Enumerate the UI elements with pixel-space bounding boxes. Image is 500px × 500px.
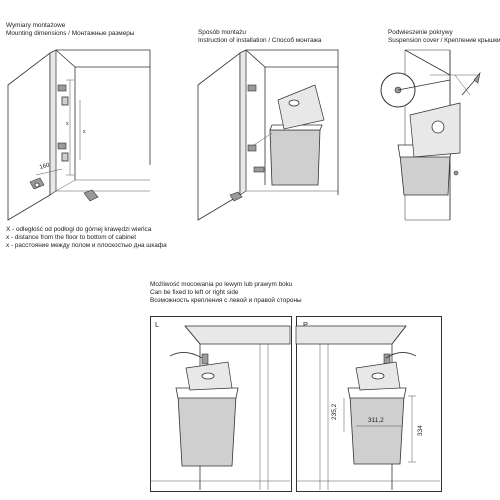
installation-title-pl: Sposób montażu	[198, 29, 246, 36]
right-mount-drawing: 235,2 311,2 334	[295, 325, 440, 490]
side-mounting-title-pl: Możliwość mocowania po lewym lub prawym …	[150, 281, 293, 288]
dim-height-label: 334	[417, 425, 424, 436]
suspension-cover-drawing	[380, 49, 481, 221]
side-mounting-title-en: Can be fixed to left or right side	[150, 289, 239, 296]
legend-line-2: x - distance from the floor to bottom of…	[6, 234, 137, 241]
side-mounting-title-ru: Возможность крепления с левой и правой с…	[150, 297, 302, 304]
dim-x-label-1: x	[66, 121, 69, 127]
mounting-dimensions-caption: Wymiary montażowe Mounting dimensions / …	[6, 22, 134, 38]
dim-160-label: 160	[39, 162, 51, 171]
suspension-cover-caption: Podwieszenie pokrywy Suspension cover / …	[388, 29, 500, 45]
side-mounting-caption: Możliwość mocowania po lewym lub prawym …	[150, 281, 302, 305]
legend-line-1: X - odległość od podłogi do górnej krawę…	[6, 226, 152, 233]
suspension-cover-title-pl: Podwieszenie pokrywy	[388, 29, 453, 36]
dim-x-label-2: x	[83, 129, 86, 135]
installation-drawing	[197, 49, 339, 221]
mounting-dimensions-drawing: 160 x x	[7, 49, 151, 221]
installation-title-en: Instruction of installation / Способ мон…	[198, 37, 322, 44]
dim-depth-label: 235,2	[331, 403, 338, 420]
left-side-tag: L	[155, 320, 160, 329]
mounting-dimensions-title-pl: Wymiary montażowe	[6, 22, 66, 29]
dimension-legend: X - odległość od podłogi do górnej krawę…	[6, 226, 167, 250]
legend-line-3: x - расстояние между полом и плоскостью …	[6, 242, 167, 249]
mounting-dimensions-title-en: Mounting dimensions / Монтажные размеры	[6, 30, 135, 37]
installation-caption: Sposób montażu Instruction of installati…	[198, 29, 322, 45]
left-mount-drawing	[150, 325, 291, 490]
right-mount-panel: P	[296, 316, 442, 492]
suspension-cover-title-en: Suspension cover / Крепление крышки	[388, 37, 500, 44]
left-mount-panel: L	[150, 316, 292, 492]
right-side-tag: P	[303, 320, 309, 329]
dim-width-label: 311,2	[368, 417, 384, 424]
